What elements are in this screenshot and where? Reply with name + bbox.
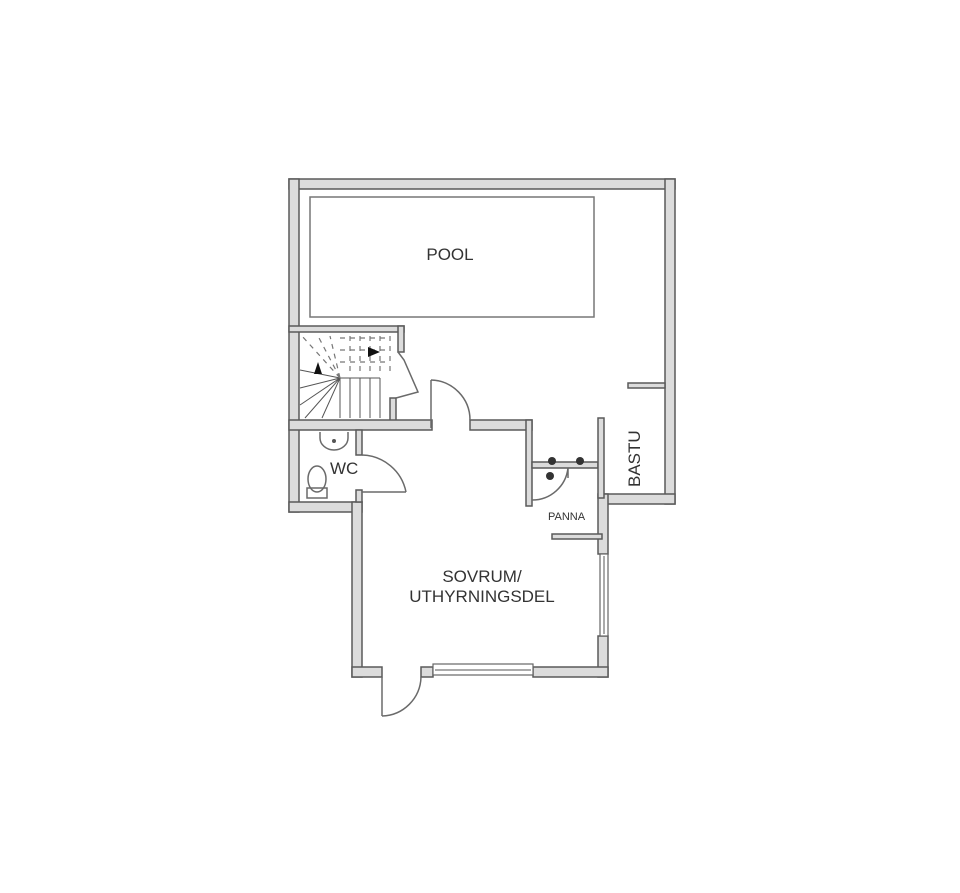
- door-hall[interactable]: [430, 379, 471, 428]
- sink-icon: [319, 432, 349, 451]
- wc-room: WC: [306, 429, 407, 503]
- sovrum-label-line1: SOVRUM/: [442, 567, 522, 586]
- toilet-icon: [306, 465, 328, 499]
- staircase: [299, 335, 420, 419]
- valve-icons: [546, 457, 584, 480]
- stair-walls: [288, 325, 533, 431]
- bastu-label: BASTU: [625, 430, 644, 487]
- stair-arrow-right-icon: [368, 347, 380, 357]
- sovrum-label-line2: UTHYRNINGSDEL: [409, 587, 554, 606]
- panna-label: PANNA: [548, 511, 586, 523]
- pool-basin: [309, 196, 595, 318]
- entry-door[interactable]: [381, 676, 422, 717]
- pool-label: POOL: [426, 245, 473, 264]
- wc-label: WC: [330, 459, 358, 478]
- windows: [432, 553, 609, 676]
- stair-arrow-up-icon: [314, 362, 322, 374]
- bastu-panna-walls: [525, 382, 666, 540]
